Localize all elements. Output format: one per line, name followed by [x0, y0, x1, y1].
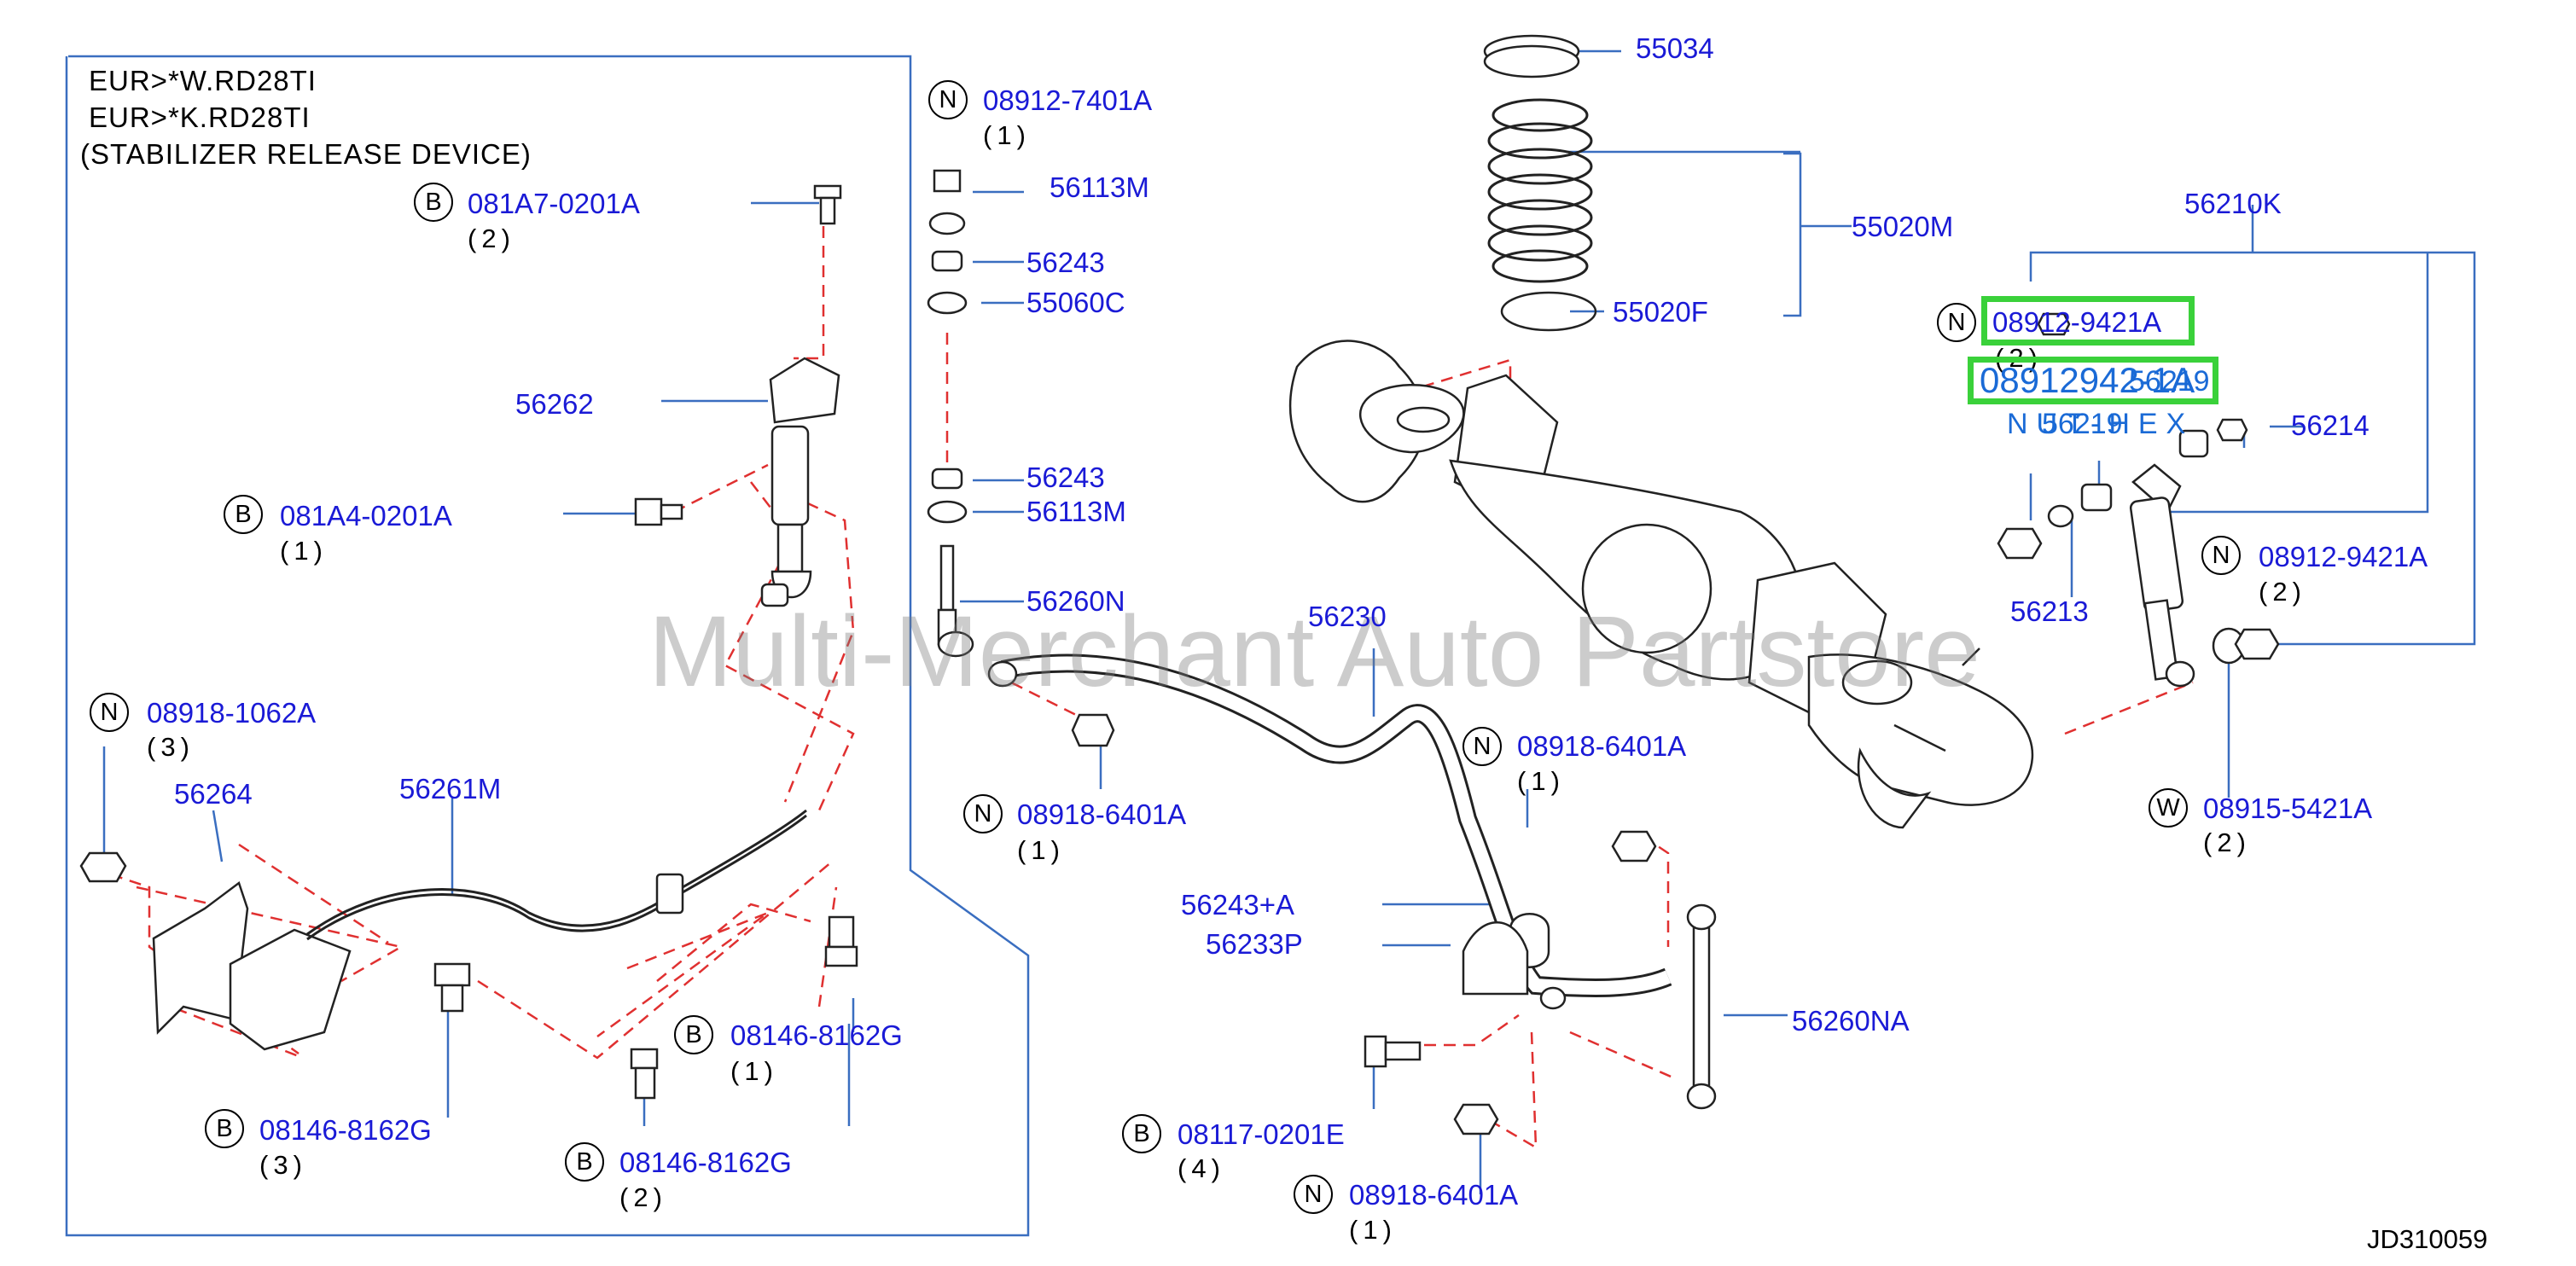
part-label-56210k[interactable]: 56210K — [2184, 188, 2282, 219]
overlay-nut-hex: NUT-HEX — [2007, 408, 2195, 440]
inset-heading-3: (STABILIZER RELEASE DEVICE) — [80, 138, 532, 170]
part-label-08912-7401a[interactable]: 08912-7401A — [983, 84, 1153, 116]
part-qty: (4) — [1178, 1153, 1225, 1183]
part-label-08918-1062a[interactable]: 08918-1062A — [147, 697, 317, 729]
part-label-56233p[interactable]: 56233P — [1206, 928, 1303, 960]
badge-b-icon: B — [224, 495, 263, 534]
part-label-08915-5421a[interactable]: 08915-5421A — [2203, 793, 2373, 824]
watermark: Multi-Merchant Auto Partstore — [648, 595, 1980, 708]
part-label-08918-6401a-b[interactable]: 08918-6401A — [1517, 730, 1687, 762]
badge-n-icon: N — [90, 693, 129, 732]
part-label-081a7-0201a[interactable]: 081A7-0201A — [468, 188, 640, 219]
part-label-081a4-0201a[interactable]: 081A4-0201A — [280, 500, 452, 531]
badge-n-icon: N — [963, 794, 1003, 833]
part-label-56262[interactable]: 56262 — [515, 388, 594, 420]
highlight-big-label[interactable]: 08912942-1A — [1980, 360, 2195, 400]
badge-n-icon: N — [928, 80, 968, 119]
part-label-56260na[interactable]: 56260NA — [1792, 1005, 1910, 1037]
badge-n-icon: N — [1937, 303, 1976, 342]
badge-b-icon: B — [414, 183, 453, 222]
part-label-08146-8162g-1[interactable]: 08146-8162G — [730, 1019, 903, 1051]
highlight-box-large — [1968, 357, 2218, 404]
part-label-56243-upper[interactable]: 56243 — [1026, 247, 1105, 278]
part-label-56113m-lower[interactable]: 56113M — [1026, 496, 1126, 527]
part-label-56243-lower[interactable]: 56243 — [1026, 462, 1105, 493]
overlay-56219-a: 56219 — [2129, 365, 2210, 398]
leader-lines — [102, 49, 2304, 1194]
part-label-55060c[interactable]: 55060C — [1026, 287, 1125, 318]
part-label-55034[interactable]: 55034 — [1636, 32, 1714, 64]
diagram-code: JD310059 — [2367, 1224, 2488, 1254]
part-label-08912-9421a-b[interactable]: 08912-9421A — [2259, 541, 2428, 572]
part-drawings — [79, 34, 2280, 1135]
badge-w-icon: W — [2149, 788, 2188, 828]
inset-heading-2: EUR>*K.RD28TI — [89, 102, 311, 133]
badge-n-icon: N — [2201, 536, 2241, 575]
part-qty: (2) — [2203, 828, 2251, 857]
part-qty: (1) — [1349, 1215, 1397, 1245]
inset-box-outline — [65, 55, 1030, 1237]
part-qty: (2) — [468, 224, 515, 253]
part-label-56213[interactable]: 56213 — [2010, 595, 2089, 627]
part-qty: (2) — [619, 1182, 667, 1212]
badge-b-icon: B — [565, 1142, 604, 1182]
part-label-56243-a[interactable]: 56243+A — [1181, 889, 1295, 920]
part-qty: (3) — [259, 1150, 307, 1180]
badge-b-icon: B — [205, 1109, 244, 1148]
inset-heading-1: EUR>*W.RD28TI — [89, 65, 317, 96]
part-label-08146-8162g-3[interactable]: 08146-8162G — [259, 1114, 432, 1146]
badge-b-icon: B — [1122, 1114, 1161, 1153]
bracket-56210k — [1783, 152, 2476, 646]
part-label-08912-9421a-highlighted[interactable]: 08912-9421A — [1992, 306, 2162, 338]
part-qty: (1) — [280, 536, 328, 566]
part-label-56264[interactable]: 56264 — [174, 778, 253, 810]
part-qty: (1) — [1017, 835, 1065, 865]
part-label-08918-6401a-a[interactable]: 08918-6401A — [1017, 799, 1187, 830]
part-label-56214[interactable]: 56214 — [2291, 409, 2370, 441]
badge-b-icon: B — [674, 1015, 713, 1054]
badge-n-icon: N — [1462, 727, 1502, 766]
part-qty: (2) — [2259, 577, 2306, 607]
part-label-56230[interactable]: 56230 — [1308, 601, 1387, 632]
part-qty: (3) — [147, 732, 195, 762]
part-label-56261m[interactable]: 56261M — [399, 773, 502, 804]
part-qty: (1) — [983, 120, 1031, 150]
part-label-08918-6401a-c[interactable]: 08918-6401A — [1349, 1179, 1519, 1211]
part-label-55020f[interactable]: 55020F — [1613, 296, 1708, 328]
part-label-08146-8162g-2[interactable]: 08146-8162G — [619, 1147, 792, 1178]
overlay-56219-b: 56219 — [2042, 408, 2123, 440]
part-label-08117-0201e[interactable]: 08117-0201E — [1178, 1118, 1345, 1150]
part-label-56260n[interactable]: 56260N — [1026, 585, 1125, 617]
part-qty: (1) — [1517, 766, 1565, 796]
badge-n-icon: N — [1294, 1175, 1333, 1214]
part-label-55020m[interactable]: 55020M — [1852, 211, 1954, 242]
highlight-box-small — [1981, 296, 2195, 346]
part-qty: (1) — [730, 1056, 778, 1086]
part-label-56113m-upper[interactable]: 56113M — [1050, 171, 1149, 203]
